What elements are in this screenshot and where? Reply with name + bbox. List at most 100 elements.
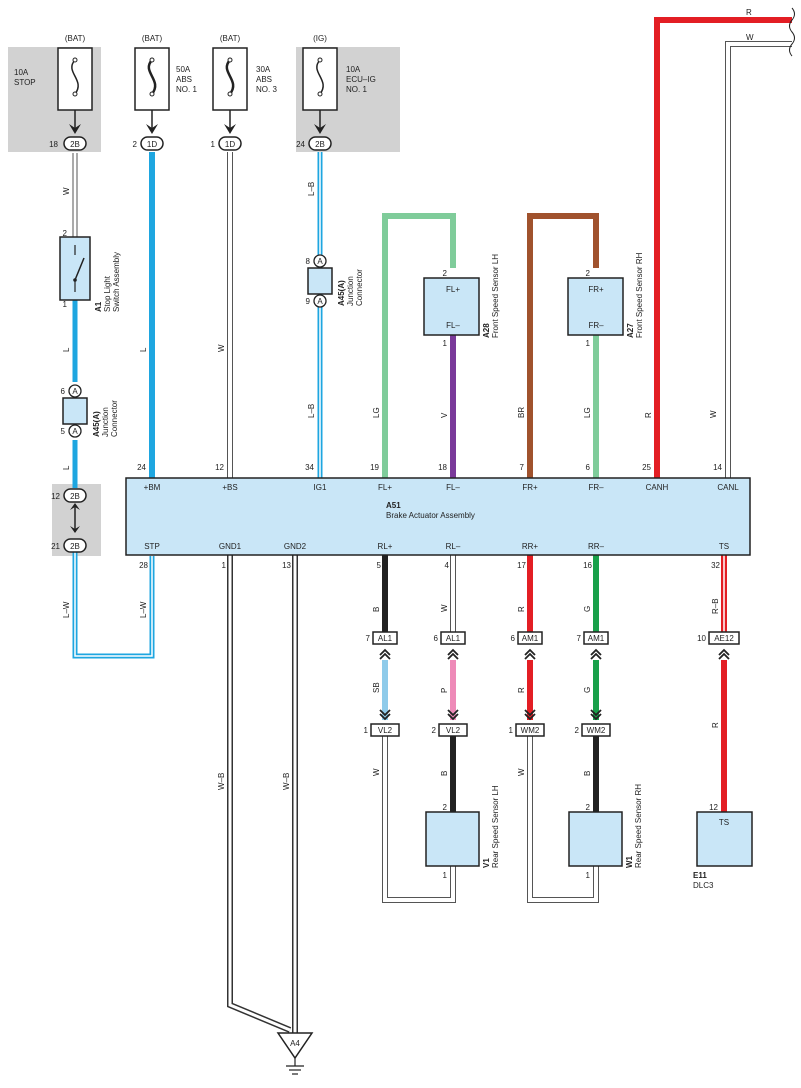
inline-connector-AL1 [372, 631, 398, 645]
wire-stp-lw [72, 552, 155, 659]
svg-text:1: 1 [443, 871, 448, 880]
svg-text:A51: A51 [386, 501, 401, 510]
wire-label-rl-minus-p: P [440, 688, 449, 693]
connector-chevron-icon [447, 709, 459, 721]
svg-text:1: 1 [586, 871, 591, 880]
wire-gnd1-wb [227, 555, 292, 1033]
svg-text:1: 1 [586, 339, 591, 348]
svg-text:W1: W1 [625, 855, 634, 868]
wire-label-stop: W [62, 187, 71, 195]
wire-label-top-w: W [746, 33, 754, 42]
wire-label-rr-plus-r: R [517, 687, 526, 693]
terminal-pin-RL–: 4 [445, 561, 450, 570]
terminal-label-CANH: CANH [646, 483, 669, 492]
wire-label-canl: W [709, 410, 718, 418]
terminal-pin-GND2: 13 [282, 561, 291, 570]
connector-chevron-icon [524, 709, 536, 721]
wire-label-gnd1: W–B [217, 773, 226, 790]
wire-label-canh: R [644, 412, 653, 418]
terminal-pin-TS: 32 [711, 561, 720, 570]
svg-text:2: 2 [443, 269, 448, 278]
svg-text:1: 1 [211, 140, 216, 149]
svg-text:50A: 50A [176, 65, 191, 74]
connector-2b-stop: 2B 18 [49, 136, 87, 151]
svg-text:A: A [317, 297, 323, 306]
actuator-top-terminals: 24+BM12+BS34IG119FL+18FL–7FR+6FR–25CANH1… [137, 463, 739, 492]
svg-text:2: 2 [63, 229, 68, 238]
svg-text:(BAT): (BAT) [65, 34, 86, 43]
svg-text:A4: A4 [290, 1039, 300, 1048]
svg-text:NO. 1: NO. 1 [346, 85, 367, 94]
svg-text:Connector: Connector [355, 269, 364, 306]
junction-connector-left: A A 6 5 A45(A) Junction Connector [61, 384, 119, 438]
svg-text:(BAT): (BAT) [220, 34, 241, 43]
terminal-pin-CANL: 14 [713, 463, 722, 472]
terminal-label-+BS: +BS [222, 483, 237, 492]
svg-text:A: A [317, 257, 323, 266]
svg-text:2: 2 [443, 803, 448, 812]
inline-connector-AM1 [583, 631, 609, 645]
inline-connector-pin-AE12: 10 [697, 634, 706, 643]
svg-text:A28: A28 [482, 323, 491, 338]
terminal-label-CANL: CANL [717, 483, 739, 492]
svg-text:Front Speed Sensor LH: Front Speed Sensor LH [491, 254, 500, 338]
terminal-label-GND2: GND2 [284, 542, 307, 551]
wire-label-ts: R–B [711, 598, 720, 614]
svg-text:2B: 2B [315, 140, 325, 149]
svg-text:1D: 1D [147, 140, 157, 149]
svg-text:10A: 10A [14, 68, 29, 77]
svg-text:2: 2 [586, 269, 591, 278]
connector-chevron-icon [590, 709, 602, 721]
connector-chevron-icon [524, 648, 536, 660]
rear-speed-sensor-rh: 2 1 W1 Rear Speed Sensor RH [568, 784, 643, 880]
svg-text:E11: E11 [693, 871, 707, 880]
inline-connector-AL1 [440, 631, 466, 645]
svg-text:2: 2 [586, 803, 591, 812]
terminal-label-RR–: RR– [588, 542, 605, 551]
front-speed-sensor-rh: FR+ FR– 2 1 A27 Front Speed Sensor RH [567, 252, 644, 348]
svg-text:(BAT): (BAT) [142, 34, 163, 43]
svg-text:6: 6 [61, 387, 66, 396]
connector-chevron-icon [447, 648, 459, 660]
connector-1d-abs3: 1D 1 [211, 136, 242, 151]
wire-label-ts-r: R [711, 722, 720, 728]
inline-connector-VL2 [370, 723, 400, 737]
svg-text:Rear Speed Sensor LH: Rear Speed Sensor LH [491, 785, 500, 868]
svg-text:21: 21 [51, 542, 60, 551]
svg-text:2B: 2B [70, 542, 80, 551]
terminal-label-FR+: FR+ [522, 483, 538, 492]
inline-connector-AM1 [517, 631, 543, 645]
inline-connector-WM2 [581, 723, 611, 737]
svg-text:NO. 3: NO. 3 [256, 85, 277, 94]
ground-a4: A4 [276, 1032, 314, 1075]
svg-text:TS: TS [719, 818, 729, 827]
terminal-label-IG1: IG1 [314, 483, 327, 492]
inline-connector-pin-AM1: 6 [511, 634, 516, 643]
terminal-pin-RR+: 17 [517, 561, 526, 570]
svg-text:24: 24 [296, 140, 305, 149]
wire-label-bm: L [139, 347, 148, 352]
svg-text:STOP: STOP [14, 78, 36, 87]
wire-label-rr-minus: G [583, 606, 592, 612]
svg-text:DLC3: DLC3 [693, 881, 714, 890]
connector-2b-ig: 2B 24 [296, 136, 332, 151]
stop-light-switch: 2 1 A1 Stop Light Switch Assembly [59, 229, 121, 312]
wire-label-fl-plus: LG [372, 407, 381, 418]
svg-text:1D: 1D [225, 140, 235, 149]
terminal-label-FL–: FL– [446, 483, 460, 492]
dlc3-connector: TS 12 E11 DLC3 [693, 803, 753, 890]
terminal-label-TS: TS [719, 542, 729, 551]
terminal-label-FR–: FR– [588, 483, 604, 492]
wire-label-top-r: R [746, 8, 752, 17]
svg-text:2B: 2B [70, 492, 80, 501]
svg-text:12: 12 [709, 803, 718, 812]
terminal-pin-IG1: 34 [305, 463, 314, 472]
wire-label-ig1-bottom: L–B [307, 404, 316, 418]
inline-connector-pin-AM1: 7 [577, 634, 582, 643]
svg-text:5: 5 [61, 427, 66, 436]
rear-speed-sensor-lh: 2 1 V1 Rear Speed Sensor LH [425, 785, 500, 880]
inline-connector-VL2 [438, 723, 468, 737]
